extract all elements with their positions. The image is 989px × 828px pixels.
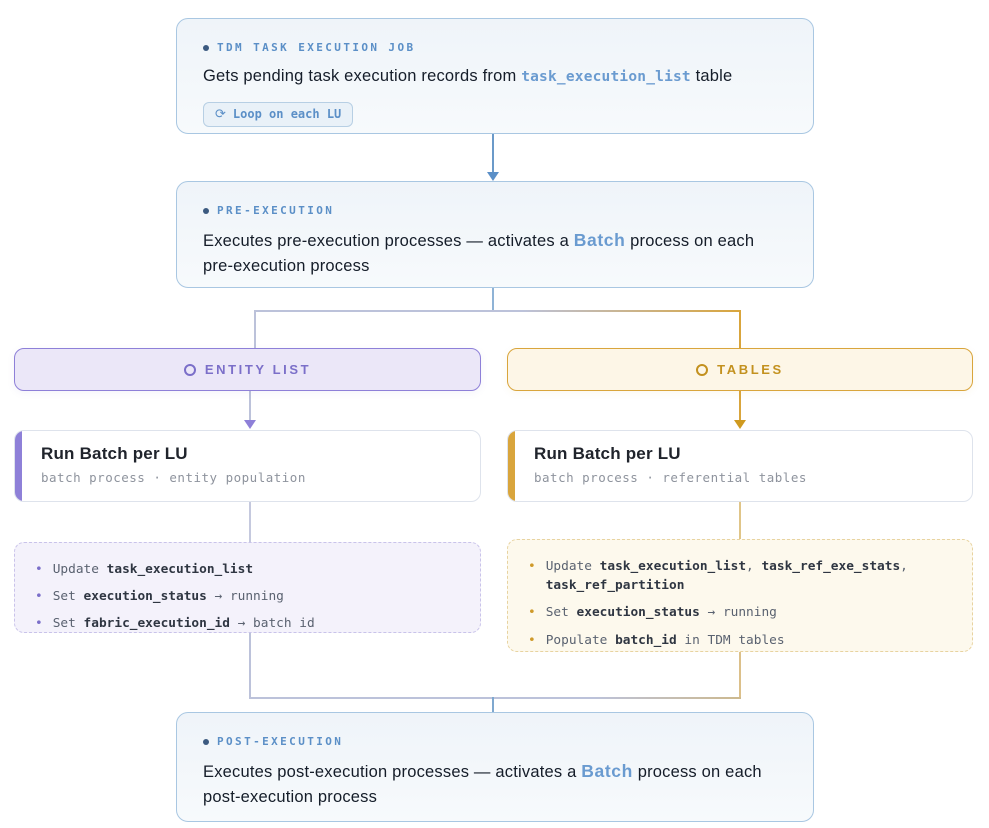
entity-node-subtitle: batch process · entity population <box>41 470 306 485</box>
arrow-down-icon <box>487 172 499 181</box>
bullet-text: Set execution_status → running <box>52 589 284 605</box>
arrow-down-icon <box>244 420 256 429</box>
pre-execution-label: PRE-EXECUTION <box>203 204 787 217</box>
loop-badge-label: Loop on each LU <box>232 107 342 122</box>
entity-updates-list: • Update task_execution_list • Set executio… <box>35 560 460 634</box>
bullet-text: Set fabric_execution_id → batch id <box>52 616 315 632</box>
connector-split-horizontal <box>254 310 741 312</box>
bullet-dot-icon: • <box>35 616 43 632</box>
post-execution-label: POST-EXECUTION <box>203 735 787 748</box>
connector-tables-header-to-node <box>739 391 741 421</box>
tables-header: TABLES <box>507 348 973 391</box>
bullet-text: Populate batch_id in TDM tables <box>545 632 785 648</box>
connector-merge-horizontal <box>249 697 741 699</box>
bullet-text: Update task_execution_list, task_ref_exe… <box>545 559 908 594</box>
dot-icon <box>203 44 209 51</box>
tables-node-title: Run Batch per LU <box>534 444 681 463</box>
job-node-label: TDM TASK EXECUTION JOB <box>203 41 787 54</box>
accent-bar <box>508 431 515 501</box>
loop-icon: ⟳ <box>215 106 226 122</box>
connector-split-right <box>739 310 741 348</box>
connector-tables-node-to-list <box>739 502 741 539</box>
tables-node-subtitle: batch process · referential tables <box>534 470 807 485</box>
post-execution-text: Executes post-execution processes — acti… <box>203 761 762 806</box>
job-node: TDM TASK EXECUTION JOB Gets pending task… <box>176 18 814 134</box>
circle-icon <box>696 363 709 376</box>
pre-execution-text: Executes pre-execution processes — activ… <box>203 230 755 275</box>
entity-updates-box: • Update task_execution_list • Set executio… <box>14 542 481 633</box>
connector-entity-to-merge <box>249 633 251 698</box>
bullet-dot-icon: • <box>528 605 536 621</box>
dot-icon <box>203 738 209 745</box>
job-node-label-text: TDM TASK EXECUTION JOB <box>217 41 416 54</box>
entity-list-header-label: ENTITY LIST <box>204 362 312 377</box>
loop-badge: ⟳ Loop on each LU <box>203 101 354 127</box>
accent-bar <box>15 431 22 501</box>
dot-icon <box>203 207 209 214</box>
entity-node-title: Run Batch per LU <box>41 444 188 463</box>
connector-job-to-pre <box>492 134 494 174</box>
bullet-item: • Set execution_status → running <box>35 587 460 606</box>
job-node-text: Gets pending task execution records from… <box>203 67 733 85</box>
bullet-dot-icon: • <box>35 589 43 605</box>
circle-icon <box>183 363 196 376</box>
connector-split-left <box>254 310 256 348</box>
bullet-item: • Update task_execution_list, task_ref_ex… <box>528 557 952 595</box>
tables-run-batch-node: Run Batch per LU batch process · referen… <box>507 430 973 502</box>
pre-execution-label-text: PRE-EXECUTION <box>217 204 335 217</box>
connector-pre-stub <box>492 288 494 311</box>
tables-header-label: TABLES <box>717 362 784 377</box>
connector-entity-header-to-node <box>249 391 251 421</box>
bullet-item: • Set fabric_execution_id → batch id <box>35 614 460 633</box>
bullet-text: Set execution_status → running <box>545 605 777 621</box>
bullet-dot-icon: • <box>35 562 43 577</box>
connector-tables-to-merge <box>739 652 741 698</box>
tables-updates-list: • Update task_execution_list, task_ref_ex… <box>528 557 952 650</box>
bullet-item: • Update task_execution_list <box>35 560 460 579</box>
connector-merge-to-post <box>492 697 494 712</box>
bullet-dot-icon: • <box>528 559 536 574</box>
tables-updates-box: • Update task_execution_list, task_ref_ex… <box>507 539 973 652</box>
pre-execution-node: PRE-EXECUTION Executes pre-execution pro… <box>176 181 814 288</box>
connector-entity-node-to-list <box>249 502 251 542</box>
entity-run-batch-node: Run Batch per LU batch process · entity … <box>14 430 481 502</box>
bullet-item: • Set execution_status → running <box>528 603 952 622</box>
entity-list-header: ENTITY LIST <box>14 348 481 391</box>
post-execution-node: POST-EXECUTION Executes post-execution p… <box>176 712 814 822</box>
arrow-down-icon <box>734 420 746 429</box>
bullet-text: Update task_execution_list <box>52 562 254 577</box>
bullet-dot-icon: • <box>528 632 536 648</box>
bullet-item: • Populate batch_id in TDM tables <box>528 631 952 650</box>
post-execution-label-text: POST-EXECUTION <box>217 735 344 748</box>
